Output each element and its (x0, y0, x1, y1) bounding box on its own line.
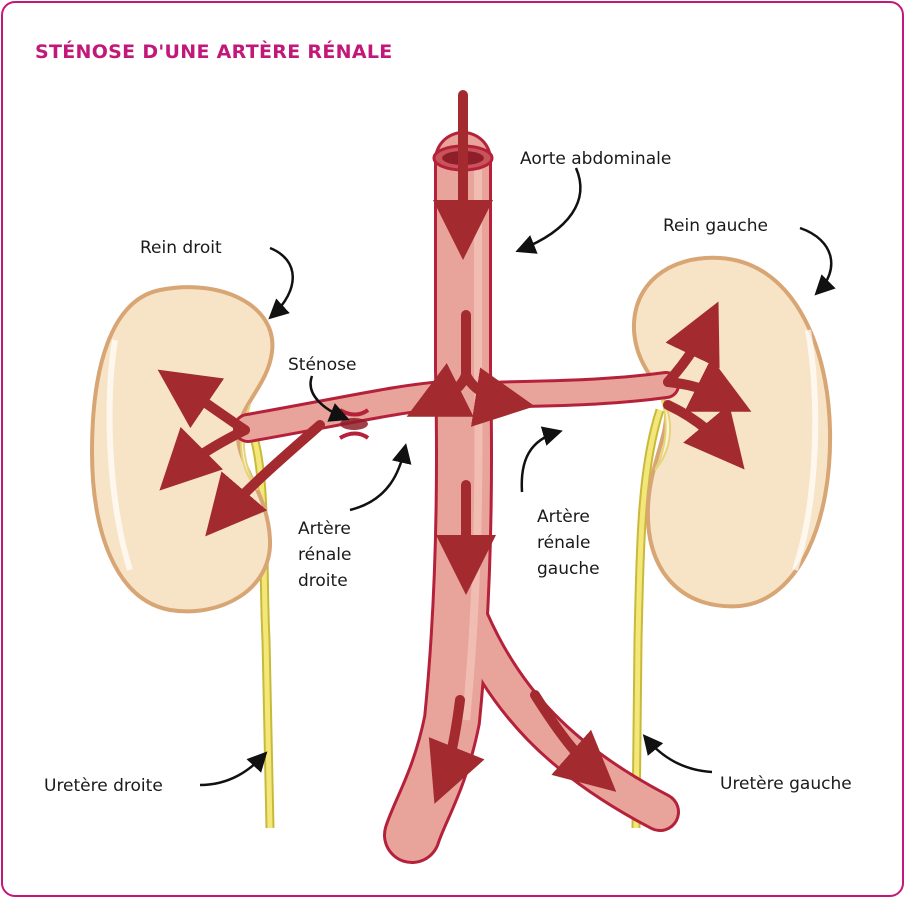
label-aorta: Aorte abdominale (520, 149, 671, 169)
label-left-kidney: Rein gauche (663, 216, 768, 236)
label-left-renal-artery-line2: rénale (537, 533, 590, 553)
stenosis-narrowing (340, 410, 368, 438)
label-right-renal-artery-line3: droite (298, 571, 348, 591)
left-kidney-callout-arrow (800, 228, 831, 292)
right-kidney (92, 287, 272, 611)
label-left-renal-artery-line3: gauche (537, 559, 600, 579)
left-kidney (634, 258, 830, 607)
right-renal-artery-callout-arrow (350, 448, 405, 510)
label-right-renal-artery-line1: Artère (298, 519, 351, 539)
label-right-kidney: Rein droit (140, 238, 222, 258)
label-stenosis: Sténose (288, 355, 356, 375)
label-left-renal-artery-line1: Artère (537, 507, 590, 527)
right-kidney-callout-arrow (270, 248, 293, 316)
left-ureter-callout-arrow (646, 738, 712, 772)
label-right-ureter: Uretère droite (44, 776, 163, 796)
aorta-callout-arrow (520, 168, 580, 250)
right-ureter-callout-arrow (200, 755, 264, 785)
label-right-renal-artery-line2: rénale (298, 545, 351, 565)
left-renal-artery-callout-arrow (522, 432, 558, 492)
label-left-ureter: Uretère gauche (720, 774, 852, 794)
